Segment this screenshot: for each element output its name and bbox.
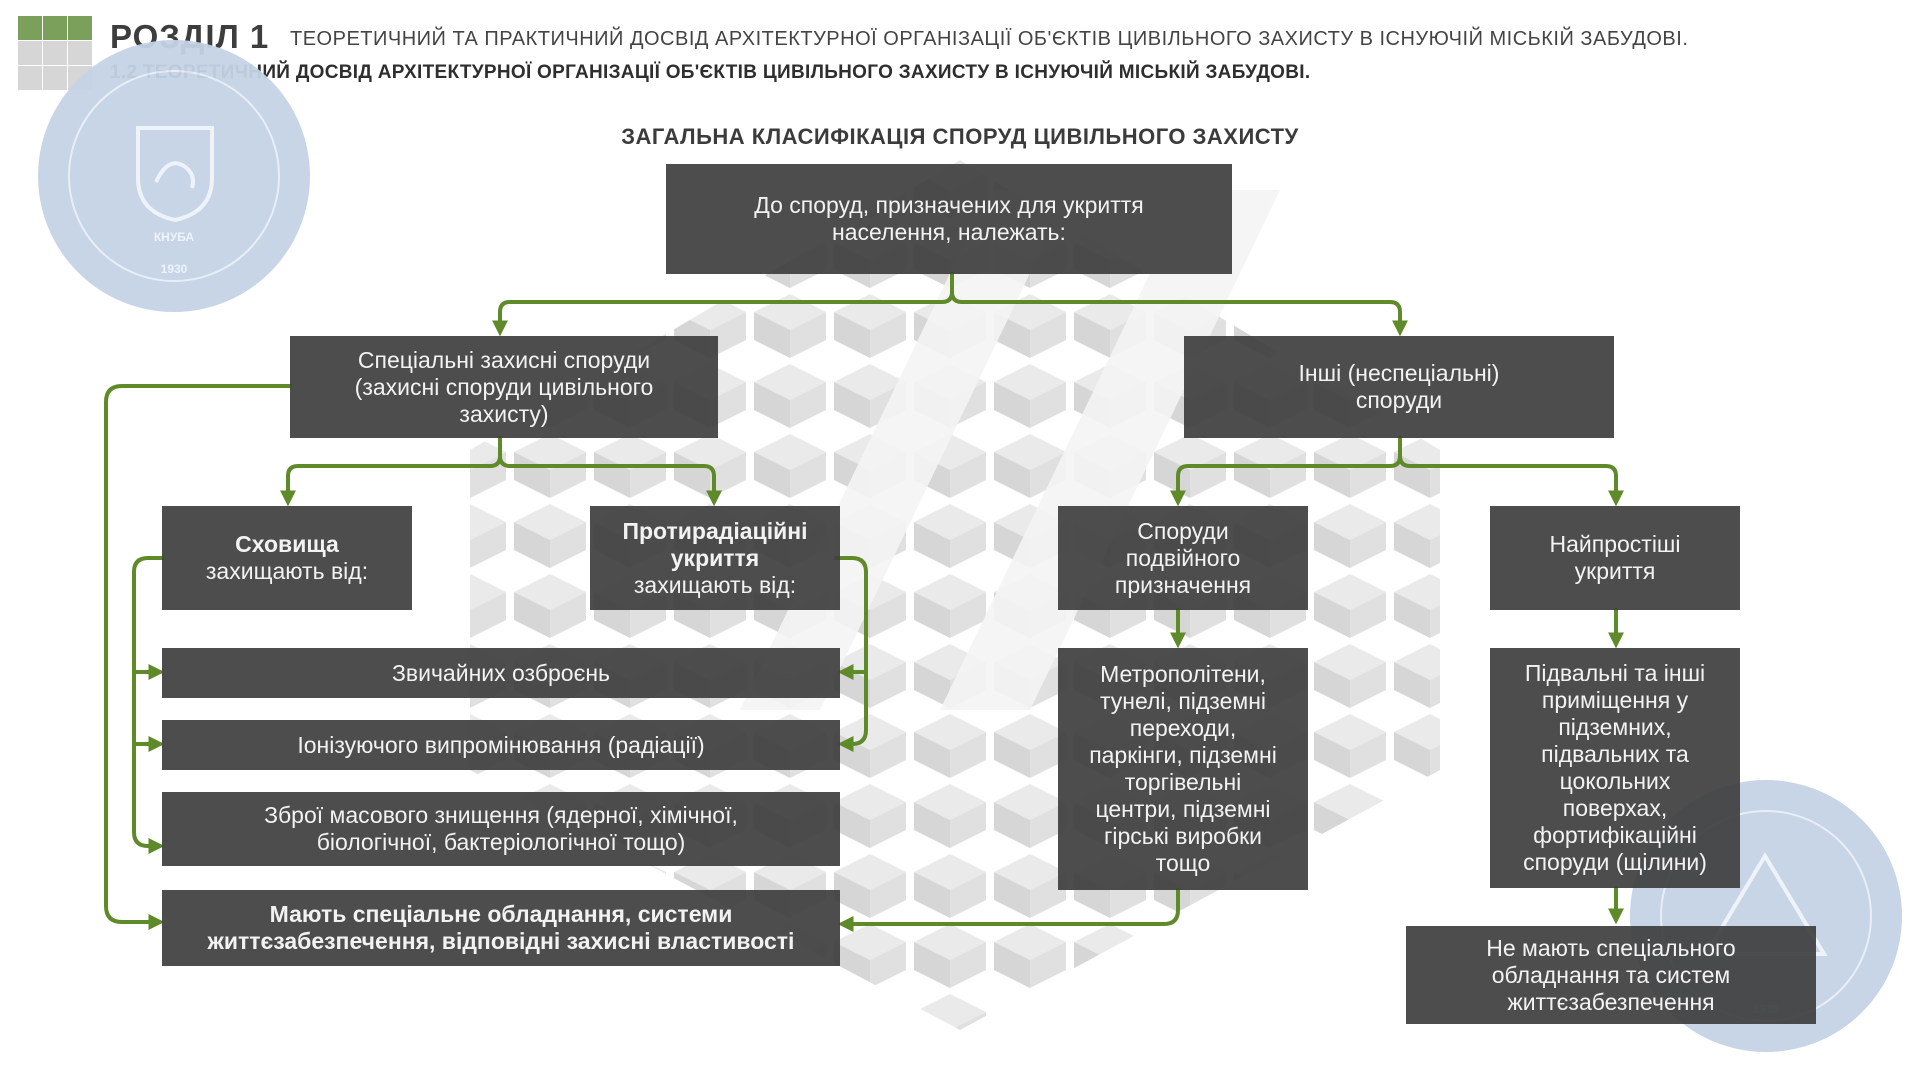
simple-example-8: споруди (щілини) (1523, 849, 1707, 875)
ionizing-radiation-box: Іонізуючого випромінювання (радіації) (162, 720, 840, 770)
antirad-shelters-box: Протирадіаційні укриття захищають від: (590, 506, 840, 610)
other-line-1: Інші (неспеціальні) (1298, 360, 1500, 386)
section-title: ТЕОРЕТИЧНИЙ ТА ПРАКТИЧНИЙ ДОСВІД АРХІТЕК… (290, 28, 1689, 50)
conventional-weapons-box: Звичайних озброєнь (162, 648, 840, 698)
no-equipment-box: Не мають спеціального обладнання та сист… (1406, 926, 1816, 1024)
simple-line-1: Найпростіші (1549, 531, 1681, 557)
simple-shelters-box: Найпростіші укриття (1490, 506, 1740, 610)
no-equipment-line-3: життєзабезпечення (1507, 988, 1715, 1015)
special-line-1: Спеціальні захисні споруди (357, 346, 651, 373)
equipment-line-2: життєзабезпечення, відповідні захисні вл… (207, 928, 795, 954)
dual-example-6: центри, підземні (1095, 796, 1271, 822)
dual-example-5: торгівельні (1124, 769, 1242, 795)
root-line-1: До споруд, призначених для укриття (754, 192, 1144, 218)
antirad-title-2: укриття (670, 544, 760, 571)
shelters-subtitle: захищають від: (205, 558, 369, 584)
antirad-title-1: Протирадіаційні (622, 517, 808, 544)
other-line-2: споруди (1355, 387, 1443, 413)
dual-examples-box: Метрополітени, тунелі, підземні переходи… (1058, 648, 1308, 890)
special-line-2: (захисні споруди цивільного (354, 373, 654, 400)
no-equipment-line-1: Не мають спеціального (1486, 934, 1736, 961)
wmd-line-2: біологічної, бактеріологічної тощо) (316, 829, 686, 855)
special-structures-box: Спеціальні захисні споруди (захисні спор… (290, 336, 718, 438)
antirad-subtitle: захищають від: (633, 571, 797, 598)
dual-purpose-box: Споруди подвійного призначення (1058, 506, 1308, 610)
ionizing-text: Іонізуючого випромінювання (радіації) (297, 731, 705, 758)
root-box: До споруд, призначених для укриття насел… (666, 164, 1232, 274)
simple-example-4: підвальних та (1541, 741, 1689, 767)
university-seal-icon: КНУБА 1930 (38, 40, 310, 312)
simple-example-1: Підвальні та інші (1524, 660, 1706, 686)
simple-example-2: приміщення у (1541, 687, 1689, 713)
special-equipment-box: Мають спеціальне обладнання, системи жит… (162, 890, 840, 966)
wmd-line-1: Зброї масового знищення (ядерної, хімічн… (264, 802, 738, 828)
dual-line-3: призначення (1114, 571, 1252, 598)
seal-year: 1930 (160, 262, 188, 276)
simple-example-6: поверхах, (1562, 795, 1668, 821)
special-line-3: захисту) (459, 400, 549, 427)
seal-abbr: КНУБА (153, 230, 195, 244)
dual-example-8: тощо (1155, 850, 1211, 876)
simple-example-5: цокольних (1559, 768, 1671, 794)
dual-line-2: подвійного (1125, 544, 1241, 571)
logo-grid-icon (18, 16, 92, 90)
dual-example-7: гірські виробки (1103, 823, 1263, 849)
root-line-2: населення, належать: (832, 219, 1066, 245)
dual-line-1: Споруди (1137, 517, 1229, 544)
dual-example-1: Метрополітени, (1100, 661, 1266, 687)
simple-examples-box: Підвальні та інші приміщення у підземних… (1490, 648, 1740, 888)
conventional-text: Звичайних озброєнь (391, 659, 611, 686)
equipment-line-1: Мають спеціальне обладнання, системи (269, 901, 733, 927)
shelters-box: Сховища захищають від: (162, 506, 412, 610)
dual-example-3: переходи, (1129, 715, 1237, 741)
no-equipment-line-2: обладнання та систем (1491, 961, 1731, 988)
subheading: 1.2 ТЕОРЕТИЧНИЙ ДОСВІД АРХІТЕКТУРНОЇ ОРГ… (110, 62, 1311, 83)
simple-line-2: укриття (1574, 558, 1656, 584)
shelters-title: Сховища (235, 531, 339, 557)
dual-example-2: тунелі, підземні (1099, 688, 1267, 714)
simple-example-7: фортифікаційні (1533, 822, 1697, 848)
simple-example-3: підземних, (1558, 714, 1672, 740)
dual-example-4: паркінги, підземні (1089, 742, 1277, 768)
wmd-box: Зброї масового знищення (ядерної, хімічн… (162, 792, 840, 866)
diagram-title: ЗАГАЛЬНА КЛАСИФІКАЦІЯ СПОРУД ЦИВІЛЬНОГО … (621, 124, 1299, 149)
other-structures-box: Інші (неспеціальні) споруди (1184, 336, 1614, 438)
